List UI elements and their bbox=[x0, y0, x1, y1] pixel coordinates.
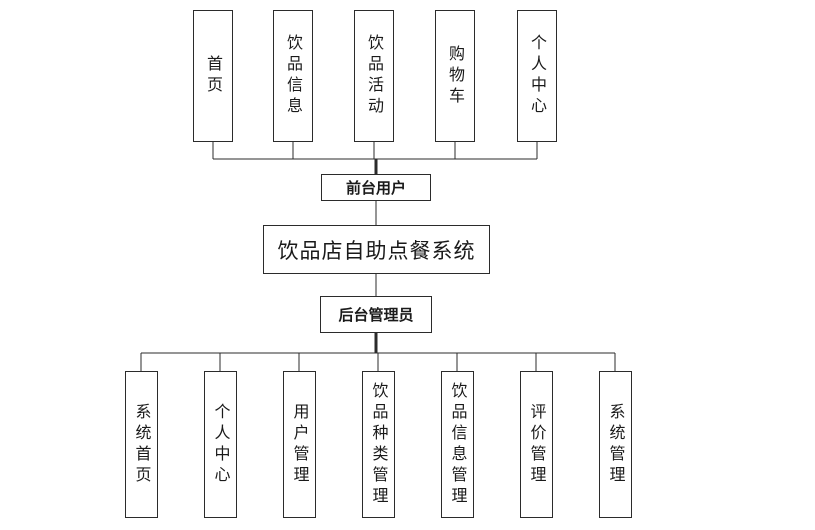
front-module-home: 首页 bbox=[193, 10, 233, 142]
frontend-user-label: 前台用户 bbox=[345, 179, 406, 197]
front-module-cart: 购物车 bbox=[435, 10, 475, 142]
back-module-profile-label: 个人中心 bbox=[211, 402, 231, 487]
back-module-profile: 个人中心 bbox=[204, 371, 237, 518]
frontend-user-node: 前台用户 bbox=[321, 174, 431, 201]
front-module-drink-info: 饮品信息 bbox=[273, 10, 313, 142]
front-module-drink-info-label: 饮品信息 bbox=[284, 34, 303, 118]
back-module-review-management-label: 评价管理 bbox=[527, 402, 547, 487]
backend-admin-node: 后台管理员 bbox=[320, 296, 432, 333]
front-module-drink-events: 饮品活动 bbox=[354, 10, 394, 142]
back-module-system-home-label: 系统首页 bbox=[132, 402, 152, 487]
front-module-drink-events-label: 饮品活动 bbox=[365, 34, 384, 118]
front-module-home-label: 首页 bbox=[204, 55, 223, 97]
back-module-user-management: 用户管理 bbox=[283, 371, 316, 518]
backend-admin-label: 后台管理员 bbox=[338, 306, 414, 324]
front-module-profile-label: 个人中心 bbox=[528, 34, 547, 118]
system-title: 饮品店自助点餐系统 bbox=[277, 238, 476, 263]
back-module-system-management-label: 系统管理 bbox=[606, 402, 626, 487]
system-node: 饮品店自助点餐系统 bbox=[263, 225, 490, 274]
front-module-profile: 个人中心 bbox=[517, 10, 557, 142]
front-module-cart-label: 购物车 bbox=[446, 44, 465, 108]
back-module-system-management: 系统管理 bbox=[599, 371, 632, 518]
back-module-drink-info-management: 饮品信息管理 bbox=[441, 371, 474, 518]
back-module-system-home: 系统首页 bbox=[125, 371, 158, 518]
back-module-review-management: 评价管理 bbox=[520, 371, 553, 518]
back-module-drink-category-management: 饮品种类管理 bbox=[362, 371, 395, 518]
back-module-user-management-label: 用户管理 bbox=[290, 402, 310, 487]
back-module-drink-category-management-label: 饮品种类管理 bbox=[369, 381, 389, 508]
back-module-drink-info-management-label: 饮品信息管理 bbox=[448, 381, 468, 508]
